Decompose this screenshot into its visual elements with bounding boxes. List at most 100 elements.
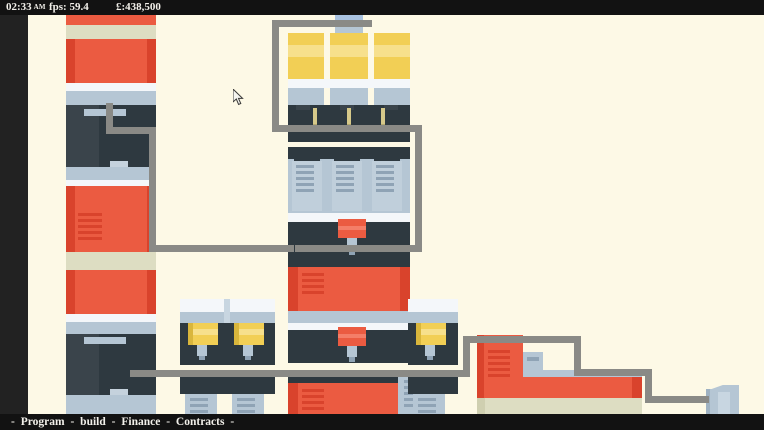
pipe-top-loop-vertical-left[interactable]	[272, 20, 279, 132]
tower-white-band-2	[66, 180, 156, 186]
silo-roof	[706, 385, 730, 391]
machine-right-red-platform[interactable]	[477, 335, 642, 414]
platform-vent-line	[488, 368, 510, 371]
menu-item-program[interactable]: Program	[20, 416, 65, 428]
platform-red-deck	[523, 377, 642, 398]
pipe-right-branch-vertical[interactable]	[574, 336, 581, 376]
pipe-top-loop-vertical-right[interactable]	[415, 125, 422, 252]
tower-red-shade-3	[66, 186, 75, 252]
clock-ampm: AM	[33, 3, 46, 11]
machine-top-gold-press[interactable]	[288, 15, 410, 142]
menu-item-finance[interactable]: Finance	[121, 416, 161, 428]
pipe-right-branch-down[interactable]	[645, 370, 652, 402]
menu-item-build[interactable]: build	[80, 416, 106, 428]
assembler-rib	[376, 165, 394, 168]
drill-bit-icon	[381, 108, 385, 124]
tower-white-band-3	[66, 314, 156, 322]
machine-lower-gold-pair[interactable]	[180, 299, 275, 414]
hopper-nozzle-tip	[245, 356, 251, 360]
stack-vent-line	[302, 407, 324, 410]
pipe-left-upper-horizontal[interactable]	[106, 127, 156, 134]
menu-item-contracts[interactable]: Contracts	[175, 416, 225, 428]
gold-hopper-highlight	[416, 329, 446, 335]
press-tip	[349, 250, 355, 255]
tower-steel-band-1	[66, 91, 156, 105]
pipe-left-upper-vertical[interactable]	[106, 103, 113, 133]
tower-hatch-1[interactable]	[84, 109, 126, 116]
tower-hatch-2[interactable]	[110, 161, 128, 168]
pipe-bottom-trunk[interactable]	[130, 370, 470, 377]
left-world-edge	[0, 15, 28, 414]
press-steel-divider	[368, 88, 374, 105]
press-nozzle-slot	[384, 105, 398, 110]
pipe-bottom-right-vertical[interactable]	[463, 336, 470, 377]
assembler-rib	[376, 183, 394, 186]
column-rib	[404, 398, 421, 401]
stack-vent-line	[302, 401, 324, 404]
column-rib	[404, 404, 421, 407]
tower-red-body-4	[66, 270, 156, 314]
hopper-nozzle	[425, 345, 435, 356]
pipe-top-loop-bottom[interactable]	[272, 125, 422, 132]
stack-red-shade	[288, 267, 298, 311]
machine-left-tower[interactable]	[66, 15, 156, 414]
menu-lead-separator: -	[11, 416, 15, 428]
pipe-right-branch-mid[interactable]	[574, 369, 652, 376]
tower-hatch-4[interactable]	[110, 389, 128, 395]
tower-vent-line	[78, 231, 102, 234]
factory-playfield[interactable]	[0, 15, 764, 414]
assembler-rib	[336, 189, 354, 192]
tower-red-shade-1	[66, 39, 75, 83]
menu-separator: -	[70, 416, 75, 428]
platform-vent-line	[488, 350, 510, 353]
stack-vent-line	[302, 279, 324, 282]
goldpair-col-rib	[190, 398, 208, 401]
press-nozzle-slot	[340, 105, 354, 110]
goldpair-divider	[224, 299, 230, 323]
goldpair-col-rib	[190, 404, 208, 407]
stack-vent-line	[302, 389, 324, 392]
bottom-menu-bar: - Program - build - Finance - Contracts …	[0, 414, 764, 430]
tower-hatch-3[interactable]	[84, 337, 126, 344]
gold-hopper-shade	[416, 323, 421, 345]
platform-red-tower	[477, 335, 523, 398]
platform-vent-line	[488, 362, 510, 365]
assembler-rib	[336, 177, 354, 180]
gold-hopper-highlight	[234, 329, 264, 335]
gold-hopper-shade	[188, 323, 193, 345]
tower-red-body-1	[66, 15, 156, 25]
machine-center-red-stack[interactable]	[288, 259, 410, 414]
goldpair-col-cap	[235, 390, 261, 395]
hopper-nozzle-tip	[199, 356, 205, 360]
stack-steel-band	[288, 311, 410, 323]
platform-connector-box[interactable]	[523, 352, 543, 370]
hopper-nozzle-tip	[427, 356, 433, 360]
assembler-module	[332, 161, 362, 211]
goldunit-col-cap	[416, 390, 442, 395]
tower-red-body-2	[66, 39, 156, 83]
platform-red-deck-shade	[632, 377, 642, 398]
pipe-left-mid-horizontal[interactable]	[149, 245, 294, 252]
assembler-module	[292, 161, 322, 211]
drill-bit-icon	[313, 108, 317, 124]
pipe-to-silo[interactable]	[645, 396, 709, 403]
pipe-right-branch-horizontal[interactable]	[463, 336, 581, 343]
assembler-rib	[376, 171, 394, 174]
machine-right-gold-unit[interactable]	[408, 299, 458, 414]
platform-red-shade	[477, 335, 484, 398]
assembler-rib	[336, 165, 354, 168]
machine-far-right-silo[interactable]	[706, 385, 739, 414]
pipe-left-mid-vertical[interactable]	[149, 127, 156, 252]
tower-vent-line	[78, 213, 102, 216]
silo-roof-fill	[716, 385, 739, 393]
press-nozzle-slot	[296, 105, 310, 110]
machine-mid-assembler[interactable]	[288, 147, 410, 259]
hopper-nozzle	[197, 345, 207, 356]
tower-white-band-1	[66, 83, 156, 91]
pipe-mid-loop-bottom[interactable]	[295, 245, 422, 252]
assembler-module	[372, 161, 402, 211]
press-shaft-2	[347, 346, 357, 357]
goldpair-col-rib	[237, 404, 255, 407]
stack-vent-line	[302, 395, 324, 398]
pipe-top-loop-horizontal[interactable]	[272, 20, 372, 27]
